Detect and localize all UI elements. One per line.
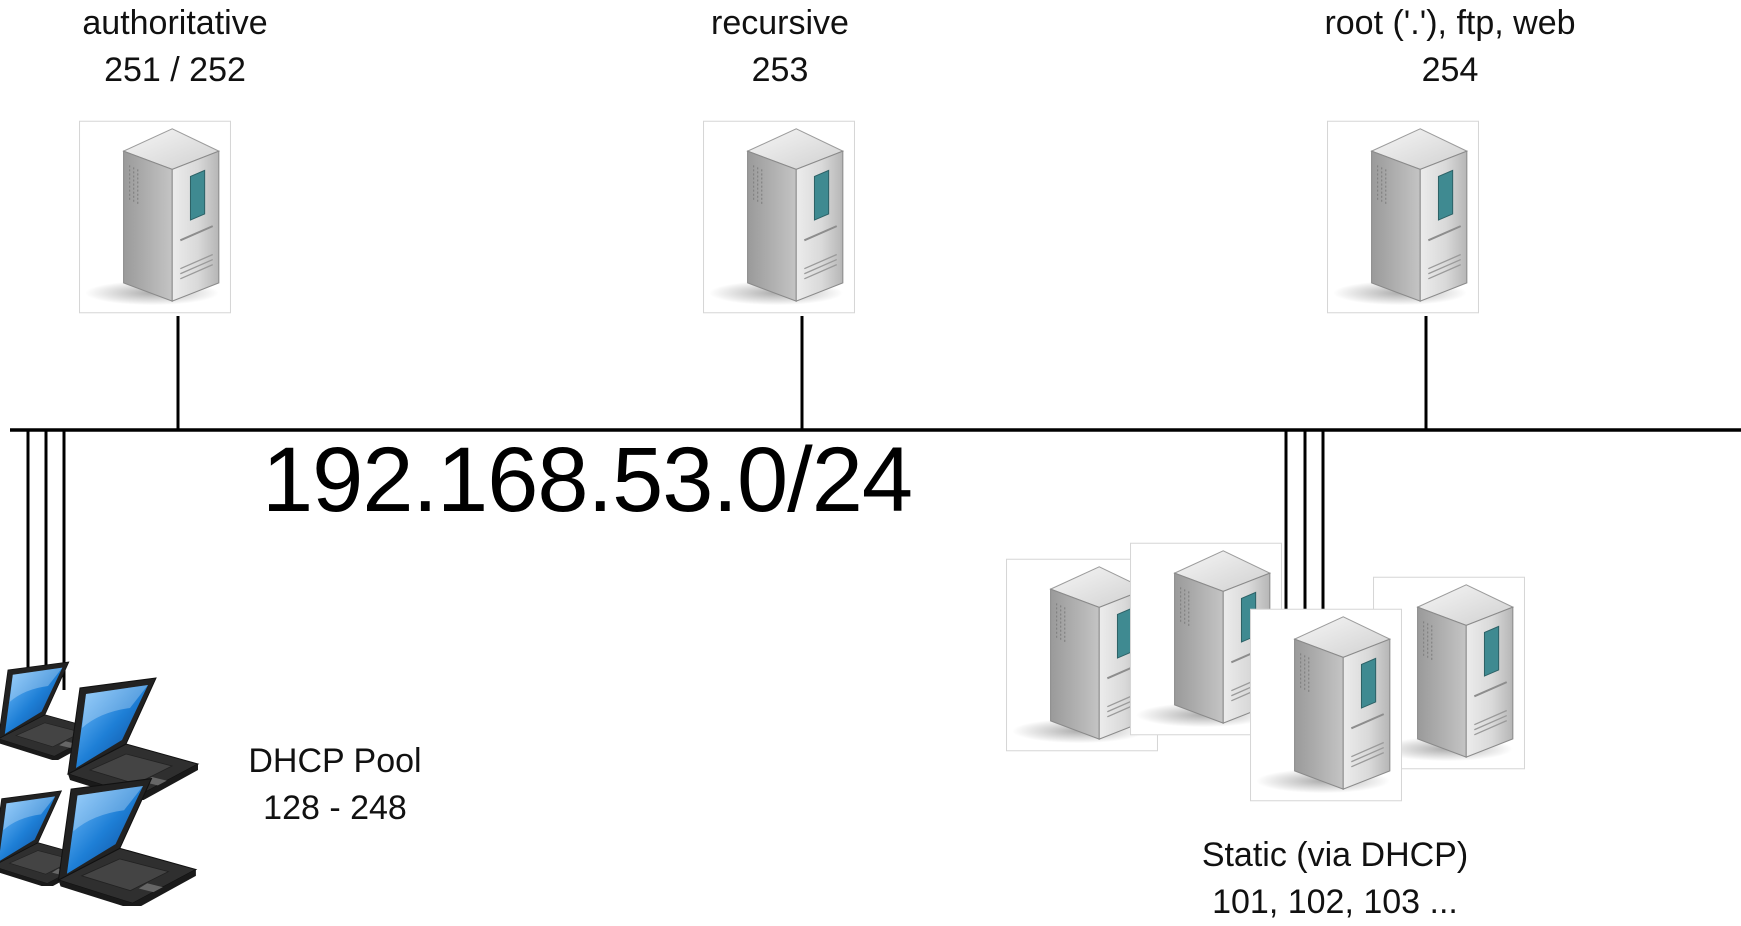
static-hosts-title: Static (via DHCP) — [1201, 836, 1469, 874]
static-server-4-icon — [1250, 608, 1402, 802]
subnet-label: 192.168.53.0/24 — [262, 429, 913, 531]
static-hosts-label: Static (via DHCP) 101, 102, 103 ... — [1145, 832, 1525, 926]
server-recursive-icon — [703, 120, 855, 314]
server-root-icon — [1327, 120, 1479, 314]
server-role-recursive: recursive — [711, 4, 849, 42]
server-authoritative-icon — [79, 120, 231, 314]
network-wires — [10, 316, 1741, 690]
server-role-root: root ('.'), ftp, web — [1324, 4, 1576, 42]
server-label-authoritative: authoritative 251 / 252 — [55, 0, 295, 94]
server-address-root: 254 — [1421, 51, 1479, 89]
server-address-recursive: 253 — [751, 51, 809, 89]
dhcp-pool-title: DHCP Pool — [248, 742, 422, 780]
server-label-recursive: recursive 253 — [660, 0, 900, 94]
static-hosts-addresses: 101, 102, 103 ... — [1212, 883, 1458, 921]
server-label-root: root ('.'), ftp, web 254 — [1270, 0, 1630, 94]
server-role-authoritative: authoritative — [82, 4, 268, 42]
dhcp-pool-label: DHCP Pool 128 - 248 — [210, 738, 460, 832]
dhcp-pool-range: 128 - 248 — [263, 789, 407, 827]
dhcp-laptop-4-icon — [57, 778, 197, 906]
server-address-authoritative: 251 / 252 — [104, 51, 246, 89]
